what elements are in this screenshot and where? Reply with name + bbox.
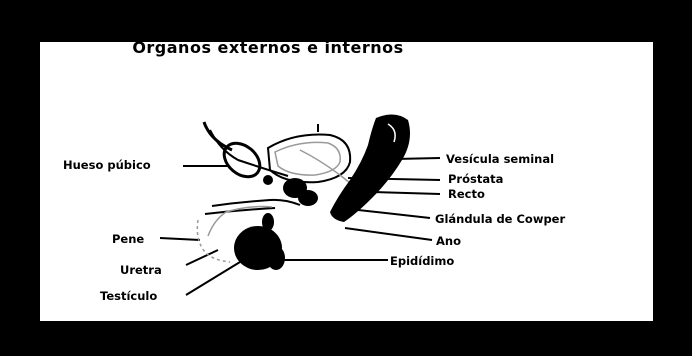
pubic-bone — [218, 136, 267, 183]
label-ano: Ano — [436, 234, 461, 248]
leader-ano — [345, 228, 432, 240]
label-testiculo: Testículo — [100, 289, 157, 303]
label-hueso-pubico: Hueso púbico — [63, 158, 151, 172]
label-vesicula-seminal: Vesícula seminal — [446, 152, 554, 166]
label-uretra: Uretra — [120, 263, 162, 277]
leader-testiculo — [186, 262, 240, 295]
cowper-gland — [298, 190, 318, 206]
label-epididimo: Epidídimo — [390, 254, 454, 268]
bladder-inner — [275, 142, 340, 175]
label-glandula-cowper: Glándula de Cowper — [435, 212, 565, 226]
rectum — [330, 114, 410, 222]
epididymis — [267, 246, 285, 270]
spermatic-cord — [262, 213, 274, 231]
skin-outline — [197, 220, 230, 262]
leader-recto — [372, 192, 440, 194]
label-prostata: Próstata — [448, 172, 503, 186]
vas-deferens — [210, 130, 288, 176]
leader-pene — [160, 238, 200, 240]
penis-upper — [212, 200, 300, 206]
small-gland — [263, 175, 273, 185]
label-pene: Pene — [112, 232, 144, 246]
label-recto: Recto — [448, 187, 485, 201]
